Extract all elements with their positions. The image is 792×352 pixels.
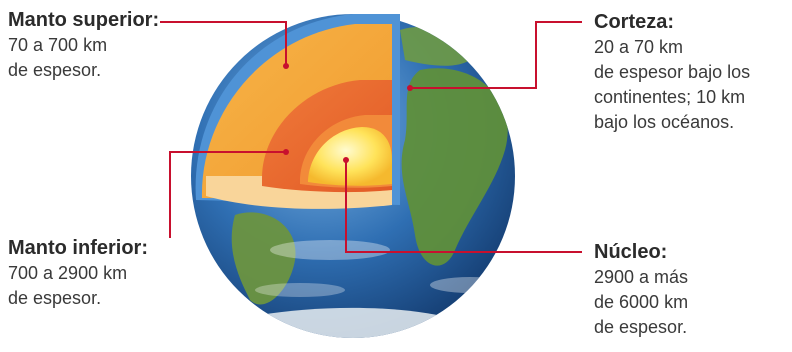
crust-line-4: bajo los océanos. bbox=[594, 112, 735, 132]
continent-south-america-shape bbox=[231, 212, 296, 305]
antarctica-shape bbox=[260, 307, 450, 338]
upper-mantle-line-1: 70 a 700 km bbox=[8, 35, 108, 55]
core-line-3: de espesor. bbox=[594, 317, 688, 337]
core-layer-shape bbox=[308, 127, 392, 186]
upper-mantle-title: Manto superior: bbox=[8, 9, 160, 31]
core-line-2: de 6000 km bbox=[594, 292, 689, 312]
crust-line-2: de espesor bajo los bbox=[594, 62, 751, 82]
lower-mantle-title: Manto inferior: bbox=[8, 237, 148, 259]
upper-mantle-line-2: de espesor. bbox=[8, 60, 102, 80]
lower-mantle-line-1: 700 a 2900 km bbox=[8, 263, 128, 283]
leader-dots bbox=[283, 63, 413, 163]
crust-label: Corteza: 20 a 70 km de espesor bajo los … bbox=[594, 10, 750, 135]
cutaway-wedge bbox=[195, 14, 400, 209]
crust-line-1: 20 a 70 km bbox=[594, 37, 684, 57]
core-label: Núcleo: 2900 a más de 6000 km de espesor… bbox=[594, 240, 688, 340]
leader-lines bbox=[160, 21, 582, 253]
lower-mantle-label: Manto inferior: 700 a 2900 km de espesor… bbox=[8, 236, 148, 311]
continent-africa-shape bbox=[401, 68, 508, 266]
core-line-1: 2900 a más bbox=[594, 267, 689, 287]
core-title: Núcleo: bbox=[594, 241, 668, 263]
crust-title: Corteza: bbox=[594, 11, 675, 33]
lower-mantle-line-2: de espesor. bbox=[8, 288, 102, 308]
crust-leader-line bbox=[410, 21, 582, 89]
upper-mantle-label: Manto superior: 70 a 700 km de espesor. bbox=[8, 8, 159, 83]
lower-mantle-leader-line bbox=[169, 151, 286, 238]
crust-line-3: continentes; 10 km bbox=[594, 87, 746, 107]
continent-europe-shape bbox=[400, 26, 470, 66]
upper-mantle-leader-line bbox=[160, 21, 287, 66]
core-leader-line bbox=[345, 160, 582, 253]
